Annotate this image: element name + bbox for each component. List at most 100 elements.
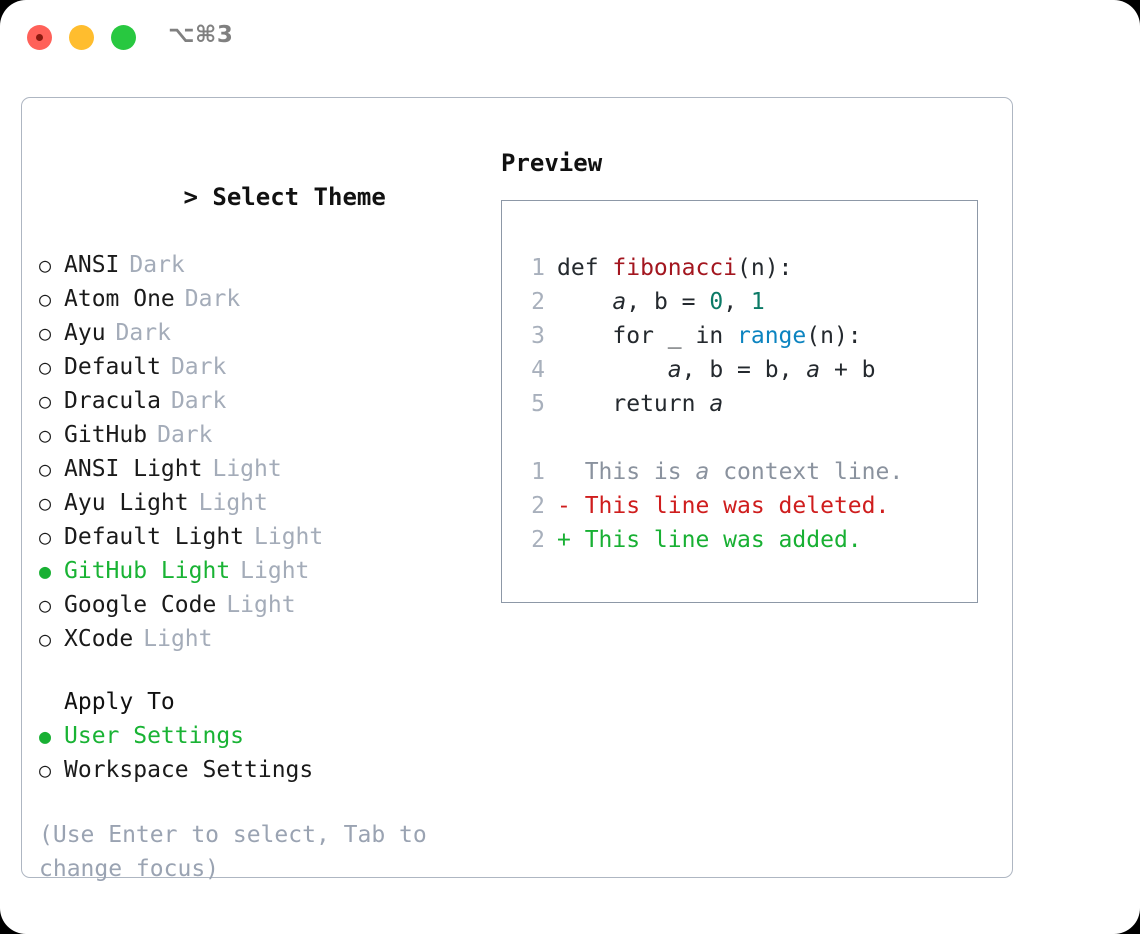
theme-option-kind: Light <box>198 490 268 516</box>
radio-unselected-icon: ○ <box>39 457 52 481</box>
theme-option-kind: Light <box>226 592 296 618</box>
code-token: 0 <box>709 289 724 315</box>
code-line-text: a, b = b, a + b <box>557 353 876 387</box>
title-bar: ⌥⌘3 <box>0 0 1140 78</box>
prompt-caret-icon: > <box>183 183 198 211</box>
theme-option-label: Ayu <box>64 320 106 346</box>
close-button[interactable] <box>27 25 52 50</box>
window-controls <box>27 25 136 50</box>
diff-line: 2 + This line was added. <box>519 523 903 557</box>
radio-unselected-icon: ○ <box>39 627 52 651</box>
theme-option-kind: Dark <box>157 422 213 448</box>
theme-option-kind: Dark <box>184 286 241 312</box>
code-token: for _ in <box>557 323 738 349</box>
theme-option-label: GitHub Light <box>64 558 231 584</box>
code-token: def <box>557 255 613 281</box>
code-token: , <box>723 289 751 315</box>
theme-option-ayu-light[interactable]: ○ Ayu Light Light <box>39 486 479 520</box>
code-line-text: def fibonacci(n): <box>557 251 792 285</box>
code-token: range <box>737 323 807 349</box>
preview-header: Preview <box>501 149 603 177</box>
apply-to-option-workspace-settings[interactable]: ○ Workspace Settings <box>39 753 479 787</box>
apply-to-option-user-settings[interactable]: ● User Settings <box>39 719 479 753</box>
code-token: a <box>695 459 710 485</box>
line-number: 2 <box>531 527 545 553</box>
line-number: 3 <box>531 323 545 349</box>
theme-option-label: Google Code <box>64 592 217 618</box>
radio-unselected-icon: ○ <box>39 593 52 617</box>
theme-option-label: ANSI <box>64 252 120 278</box>
apply-to-header: Apply To <box>64 689 175 715</box>
radio-unselected-icon: ○ <box>39 389 52 413</box>
radio-unselected-icon: ○ <box>39 355 52 379</box>
minimize-button[interactable] <box>69 25 94 50</box>
code-token: a <box>667 357 682 383</box>
theme-option-xcode[interactable]: ○ XCode Light <box>39 622 479 656</box>
theme-option-kind: Dark <box>115 320 171 346</box>
radio-unselected-icon: ○ <box>39 253 52 277</box>
theme-option-google-code[interactable]: ○ Google Code Light <box>39 588 479 622</box>
theme-option-label: Default <box>64 354 161 380</box>
diff-line: 1 This is a context line. <box>519 455 903 489</box>
apply-to-list[interactable]: ● User Settings ○ Workspace Settings <box>39 719 479 787</box>
radio-selected-icon: ● <box>39 724 52 748</box>
code-token: , b = b, <box>681 357 807 383</box>
code-token: , b = <box>626 289 710 315</box>
code-line-text: return a <box>557 387 723 421</box>
code-token: - This line was deleted. <box>557 493 890 519</box>
theme-option-atom-one[interactable]: ○ Atom One Dark <box>39 282 479 316</box>
line-number: 1 <box>531 255 545 281</box>
radio-unselected-icon: ○ <box>39 758 52 782</box>
apply-to-option-label: User Settings <box>64 723 245 749</box>
line-number: 2 <box>531 493 545 519</box>
apply-to-option-label: Workspace Settings <box>64 757 314 783</box>
code-token: 1 <box>750 289 765 315</box>
code-token: + This line was added. <box>557 527 862 553</box>
code-line: 4 a, b = b, a + b <box>519 353 903 387</box>
keyboard-hint-text: (Use Enter to select, Tab to change focu… <box>39 822 427 882</box>
theme-option-kind: Light <box>254 524 324 550</box>
line-number: 4 <box>531 357 545 383</box>
hint-gap <box>39 787 479 818</box>
code-token <box>557 289 612 315</box>
code-line: 5 return a <box>519 387 903 421</box>
theme-option-kind: Light <box>143 626 213 652</box>
theme-option-label: XCode <box>64 626 134 652</box>
code-token <box>557 357 668 383</box>
theme-option-ansi[interactable]: ○ ANSI Dark <box>39 248 479 282</box>
theme-option-label: Atom One <box>64 286 175 312</box>
radio-unselected-icon: ○ <box>39 491 52 515</box>
maximize-button[interactable] <box>111 25 136 50</box>
line-number: 5 <box>531 391 545 417</box>
radio-unselected-icon: ○ <box>39 287 52 311</box>
code-line-text: a, b = 0, 1 <box>557 285 765 319</box>
code-token: a <box>709 391 724 417</box>
theme-option-kind: Dark <box>129 252 185 278</box>
code-line-text: This is a context line. <box>557 455 904 489</box>
code-line-text: - This line was deleted. <box>557 489 889 523</box>
theme-option-kind: Light <box>212 456 282 482</box>
theme-option-label: Default Light <box>64 524 245 550</box>
select-theme-header: > Select Theme <box>39 146 479 248</box>
code-line: 1 def fibonacci(n): <box>519 251 903 285</box>
radio-selected-icon: ● <box>39 559 52 583</box>
line-number: 2 <box>531 289 545 315</box>
theme-option-label: Ayu Light <box>64 490 189 516</box>
code-token: a <box>806 357 821 383</box>
code-line: 3 for _ in range(n): <box>519 319 903 353</box>
code-line-text: for _ in range(n): <box>557 319 861 353</box>
code-token: This is <box>557 459 696 485</box>
theme-option-kind: Dark <box>170 388 227 414</box>
